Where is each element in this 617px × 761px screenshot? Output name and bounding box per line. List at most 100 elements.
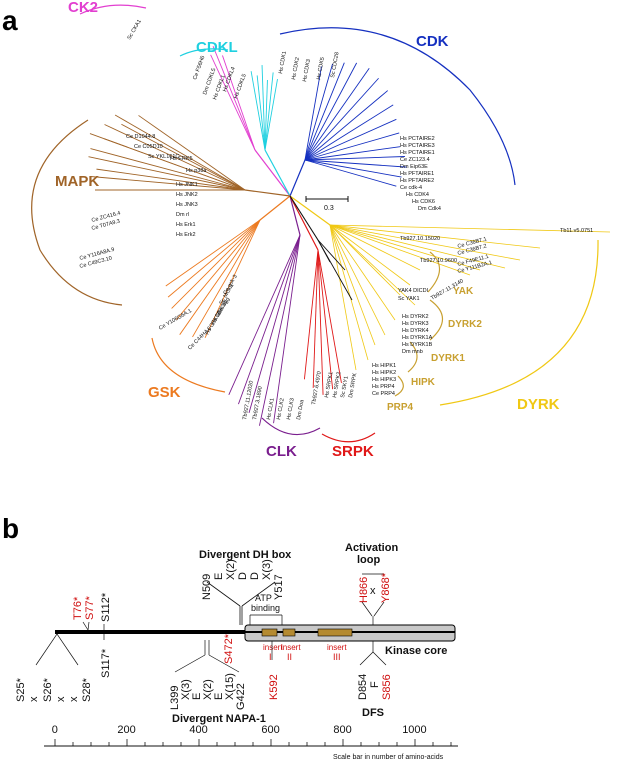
branch-dyrk (289, 195, 331, 226)
scale-tick-label: 400 (189, 724, 207, 736)
dh-residue: Y517 (273, 574, 285, 600)
leaf-branch (212, 45, 256, 151)
dfs-motif: D854 F S856 DFS (357, 641, 393, 719)
leaf-branch (264, 79, 278, 151)
dh-residue: X(2) (225, 559, 237, 580)
insert-3-box (317, 628, 353, 637)
leaf-label: Dm rl (176, 212, 189, 218)
leaf-label: Sc CDC28 (330, 52, 340, 79)
scale-tick-label: 800 (333, 724, 351, 736)
leaf-label: Hs DYRK3 (402, 321, 429, 327)
leaf-label: Hs CDK1 (278, 51, 288, 75)
highlight-leaf: Tb927.10.9600 (420, 258, 457, 264)
kinase-core-label: Kinase core (385, 645, 447, 657)
napa-residue: E (191, 693, 203, 700)
insert-label: insert (327, 643, 347, 652)
leaf-label: Hs HIPK2 (372, 370, 396, 376)
leaf-label: Hs DYRK1B (402, 342, 433, 348)
leaf-branch (138, 115, 246, 191)
leaf-branch (329, 224, 541, 249)
leaf-label: Dm Doa (296, 399, 306, 421)
n-terminal-top-sites: T76* S77* S112* (72, 592, 112, 631)
leaf-label: Hs JNK1 (176, 182, 198, 188)
subfamily-prp4: PRP4 (387, 402, 414, 413)
scale-tick-label: 0 (52, 724, 58, 736)
leaf-branch (329, 224, 521, 261)
leaf-label: Hs Erk1 (176, 222, 196, 228)
family-label-gsk: GSK (148, 384, 181, 401)
napa-residue: X(3) (180, 679, 192, 700)
leaf-branch (261, 65, 266, 151)
family-arcs (31, 4, 599, 443)
arc-mapk (31, 119, 123, 306)
insert-1-box (261, 628, 278, 637)
dh-residue: D (249, 572, 261, 580)
s77-label: S77* (84, 595, 96, 620)
insert-label: insert (281, 643, 301, 652)
leaf-branch (304, 67, 370, 161)
leaf-branch (104, 124, 246, 191)
activation-loop-line2: loop (357, 554, 380, 566)
branch-srpk (289, 195, 319, 251)
family-label-cdkl: CDKL (196, 39, 238, 56)
leaf-branch (222, 55, 256, 151)
activation-x: x (370, 585, 376, 597)
leaf-label: Tb927.6.4970 (311, 371, 323, 405)
family-label-mapk: MAPK (55, 173, 99, 190)
leaf-branch (167, 219, 261, 298)
leaf-label: Sc SKY1 (340, 376, 350, 399)
leaf-branch (329, 224, 416, 306)
family-label-srpk: SRPK (332, 443, 374, 460)
scale-tick-label: 1000 (402, 724, 426, 736)
arc-clk (261, 417, 321, 436)
dh-residue: D (237, 572, 249, 580)
leaf-branch (114, 114, 246, 191)
leaf-label: Hs HIPK1 (372, 363, 396, 369)
leaf-label: Hs SRPK1 (324, 371, 334, 398)
leaf-branch (176, 219, 261, 320)
scale-tick-label: 200 (117, 724, 135, 736)
leaf-label: Hs CDK4 (406, 192, 429, 198)
leaf-label: Ce ZC123.4 (400, 157, 430, 163)
svg-text:x: x (28, 696, 40, 702)
leaf-branch (248, 234, 301, 413)
n-terminal-fan: S25* x S26* x x S28* (15, 633, 93, 702)
insert-roman: I (269, 652, 272, 662)
napa-residue: L399 (169, 686, 181, 710)
leaf-branch (304, 146, 401, 161)
leaf-branch (179, 219, 261, 335)
leaf-branch (171, 219, 261, 309)
leaf-branch (304, 62, 345, 161)
leaf-label: Sc CKA1 (127, 19, 143, 41)
napa-residue: G422 (235, 683, 247, 710)
leaf-label: Hs PFTAIRE1 (400, 171, 434, 177)
dh-residue: X(3) (261, 559, 273, 580)
leaf-label: Dm SRPK (348, 372, 358, 398)
k592-label: K592 (268, 674, 280, 700)
leaf-label: Dm Eip63E (400, 164, 428, 170)
leaf-label: Hs ERK5 (170, 156, 193, 162)
leaf-label: Hs CDK3 (302, 59, 312, 83)
leaf-branch (192, 219, 261, 338)
svg-text:x: x (55, 696, 67, 702)
leaf-branch (304, 77, 379, 161)
leaf-branch (329, 224, 357, 371)
leaf-label: Ce C05D10 (134, 144, 163, 150)
atp-binding-line1: ATP (255, 593, 272, 603)
leaf-branch (317, 249, 342, 384)
tree-scale-label: 0.3 (324, 205, 334, 212)
atp-binding-line2: binding (251, 603, 280, 613)
subfamily-arc (427, 251, 441, 293)
leaf-label: Ce cdk-4 (400, 185, 422, 191)
t76-label: T76* (72, 596, 84, 620)
insert-roman: II (287, 652, 292, 662)
leaf-label: Sc YKL161C (148, 154, 179, 160)
leaf-branch (317, 239, 346, 271)
napa-residue: E (213, 693, 225, 700)
leaf-label: Hs CDK6 (412, 199, 435, 205)
leaf-label: Sc YAK1 (398, 296, 420, 302)
